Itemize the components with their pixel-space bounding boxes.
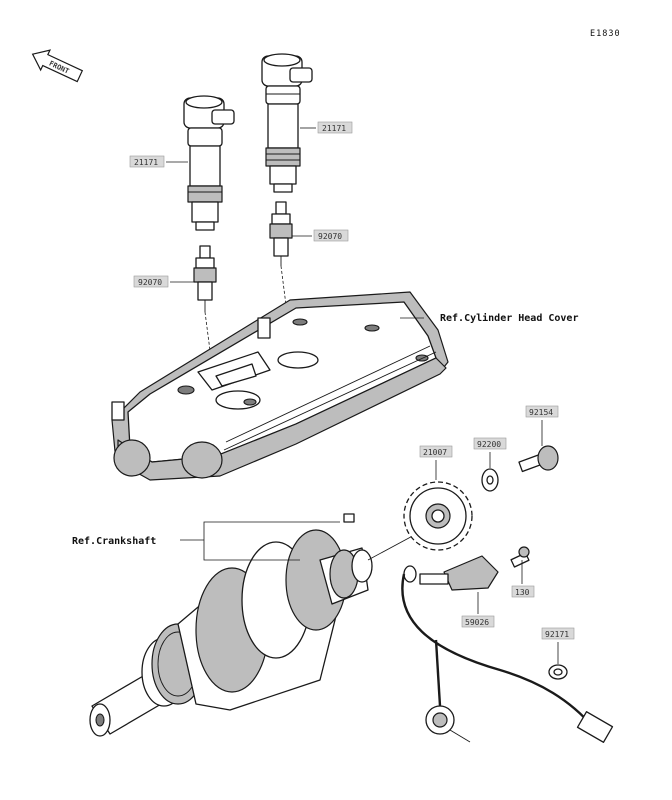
part-number-plug-left: 92070 bbox=[138, 278, 162, 287]
diagram-code: E1830 bbox=[590, 29, 621, 39]
part-number-sensor: 59026 bbox=[465, 618, 489, 627]
ignition-coil-right[interactable] bbox=[261, 53, 313, 193]
label-box bbox=[317, 121, 353, 134]
bolt[interactable] bbox=[518, 445, 559, 473]
front-arrow-icon: FRONT bbox=[31, 49, 84, 83]
spark-plug-right[interactable] bbox=[269, 201, 293, 266]
timing-rotor[interactable] bbox=[403, 481, 473, 551]
ignition-coil-left[interactable] bbox=[183, 95, 235, 231]
crankshaft bbox=[89, 513, 373, 737]
label-box bbox=[419, 445, 453, 458]
ref-crankshaft: Ref.Crankshaft bbox=[72, 536, 156, 547]
sensor-bolt[interactable] bbox=[510, 546, 530, 568]
part-number-coil-left: 21171 bbox=[134, 158, 158, 167]
label-box bbox=[313, 229, 349, 242]
part-number-clamp: 92171 bbox=[545, 630, 569, 639]
label-box bbox=[461, 615, 495, 628]
part-number-washer: 92200 bbox=[477, 440, 501, 449]
part-number-coil-right: 21171 bbox=[322, 124, 346, 133]
sensor-harness bbox=[401, 573, 614, 743]
part-number-rotor: 21007 bbox=[423, 448, 447, 457]
spark-plug-left[interactable] bbox=[193, 245, 217, 312]
cylinder-head-cover bbox=[111, 291, 449, 481]
label-box bbox=[541, 627, 575, 640]
label-box bbox=[525, 405, 559, 418]
label-box bbox=[129, 155, 165, 168]
label-box bbox=[511, 585, 535, 598]
harness-clamp[interactable] bbox=[548, 664, 568, 680]
washer[interactable] bbox=[481, 468, 499, 492]
label-box bbox=[473, 437, 507, 450]
ref-cylinder-head-cover: Ref.Cylinder Head Cover bbox=[440, 312, 578, 324]
pickup-sensor[interactable] bbox=[403, 555, 499, 591]
label-box bbox=[133, 275, 169, 288]
part-number-plug-right: 92070 bbox=[318, 232, 342, 241]
part-number-sensor-bolt: 130 bbox=[515, 588, 530, 597]
part-number-bolt: 92154 bbox=[529, 408, 553, 417]
